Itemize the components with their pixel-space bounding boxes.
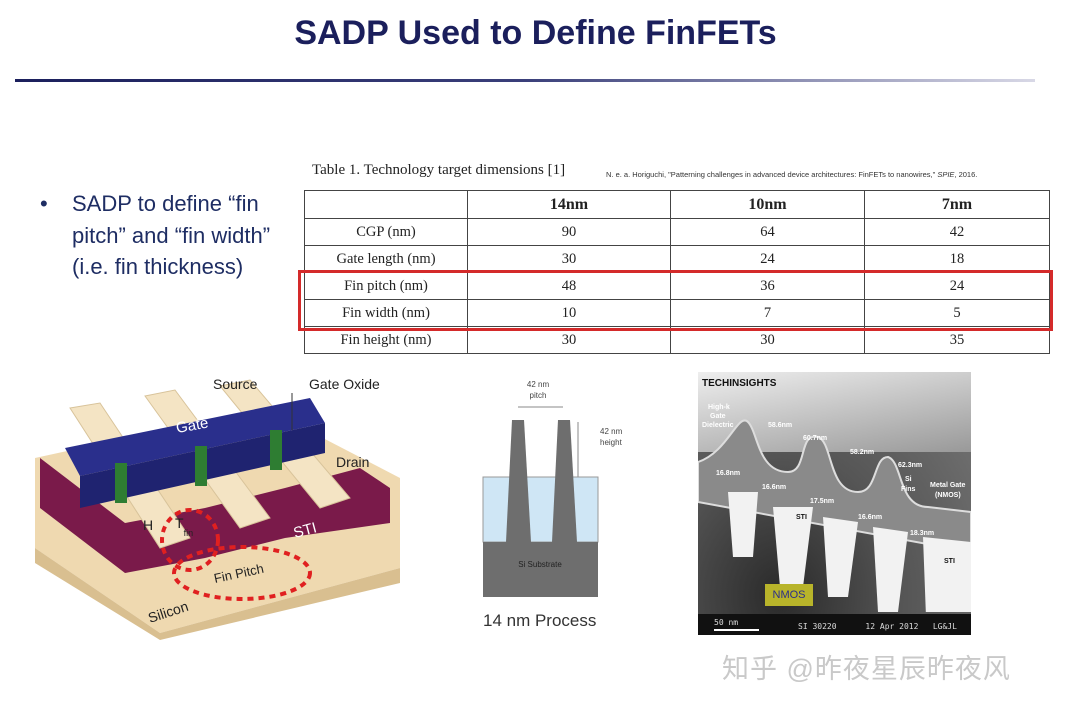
tem-label: Fins — [901, 486, 916, 493]
reference-venue: SPIE — [937, 170, 955, 179]
tem-label: High-k — [708, 404, 730, 411]
silicon-edge — [35, 548, 400, 640]
table-caption: Table 1. Technology target dimensions [1… — [312, 162, 566, 178]
process-diagram: 42 nm pitch 42 nm height Si Substrate — [482, 380, 623, 597]
tem-label: Dielectric — [702, 422, 734, 429]
reference: N. e. a. Horiguchi, "Patterning challeng… — [606, 170, 977, 179]
tem-label: (NMOS) — [935, 492, 961, 499]
sti-region — [40, 458, 125, 573]
pitch-label: 42 nm — [527, 380, 550, 389]
cell: 36 — [670, 272, 865, 300]
tem-label: 58.2nm — [850, 449, 875, 456]
label-sti: STI — [292, 519, 319, 541]
tem-label-sti: STI — [796, 514, 807, 521]
label-t-main: T — [175, 515, 184, 531]
cell: 42 — [864, 218, 1050, 246]
row-label: Gate length (nm) — [304, 245, 468, 273]
fin — [552, 420, 577, 542]
cell: 90 — [467, 218, 671, 246]
highlight-box — [298, 270, 1053, 331]
sti-block — [728, 492, 758, 557]
tem-label: 16.6nm — [858, 514, 883, 521]
label-gate-oxide: Gate Oxide — [309, 376, 380, 392]
process-caption: 14 nm Process — [483, 611, 597, 630]
height-label-unit: height — [600, 438, 623, 447]
label-gate: Gate — [175, 415, 210, 437]
header-cell — [304, 190, 468, 219]
substrate-label: Si Substrate — [518, 560, 562, 569]
cell: 18 — [864, 245, 1050, 273]
cell: 7 — [670, 299, 865, 327]
tem-fins — [698, 419, 971, 612]
row-label: Fin pitch (nm) — [304, 272, 468, 300]
sti-block — [923, 537, 971, 612]
gate-oxide — [115, 463, 127, 503]
fin — [506, 420, 531, 542]
tem-micrograph: TECHINSIGHTS High-k Gate Dielectric 58.6… — [698, 372, 971, 635]
si-substrate — [483, 542, 598, 597]
label-t-sub: fin — [184, 528, 194, 538]
cell: 35 — [864, 326, 1050, 354]
label-source: Source — [213, 376, 258, 392]
tem-brand: TECHINSIGHTS — [702, 378, 777, 389]
label-drain: Drain — [336, 454, 369, 470]
slide-title: SADP Used to Define FinFETs — [294, 14, 777, 52]
tem-label: 16.8nm — [716, 470, 741, 477]
tem-footer: SI 30220 12 Apr 2012 LG&JL — [798, 622, 957, 631]
cell: 64 — [670, 218, 865, 246]
sti-block — [773, 507, 813, 587]
tem-label-sti: STI — [944, 558, 955, 565]
row-label: CGP (nm) — [304, 218, 468, 246]
tem-footer-bar — [698, 614, 971, 635]
sti-block — [873, 527, 908, 612]
fin-width-callout — [160, 508, 220, 572]
pitch-label-unit: pitch — [530, 391, 547, 400]
gate-stack — [698, 419, 971, 554]
scale-bar: 50 nm — [714, 618, 739, 627]
tem-label: 16.6nm — [762, 484, 787, 491]
gate-oxide — [270, 430, 282, 470]
gate-oxide — [195, 446, 207, 486]
height-label: 42 nm — [600, 427, 623, 436]
tem-label: Metal Gate — [930, 482, 966, 489]
bullet-text: SADP to define “fin pitch” and “fin widt… — [72, 191, 271, 279]
finfet-diagram: Source Gate Oxide Gate Drain STI H Tfin … — [35, 376, 400, 640]
oxide-fill — [482, 476, 599, 543]
header-cell: 10nm — [670, 190, 865, 219]
tem-label: Si — [905, 476, 912, 483]
watermark: 知乎 @昨夜星辰昨夜风 — [722, 654, 1011, 684]
tem-label: Gate — [710, 413, 726, 420]
fin-pitch-callout — [172, 545, 312, 601]
header-cell: 14nm — [467, 190, 671, 219]
label-t: Tfin — [175, 515, 193, 538]
tem-label: 62.3nm — [898, 462, 923, 469]
nmos-badge: NMOS — [765, 584, 813, 606]
bullet-icon: • — [40, 191, 48, 216]
cell: 24 — [670, 245, 865, 273]
table-header-row: 14nm 10nm 7nm — [304, 190, 1050, 219]
title-divider — [15, 79, 1035, 82]
sti-block — [823, 517, 858, 597]
cell: 10 — [467, 299, 671, 327]
reference-authors: N. e. a. Horiguchi, "Patterning challeng… — [606, 170, 938, 179]
tem-label: 18.3nm — [910, 530, 935, 537]
reference-year: , 2016. — [954, 170, 978, 179]
tem-label: 58.6nm — [768, 422, 793, 429]
label-h: H — [143, 517, 153, 533]
header-cell: 7nm — [864, 190, 1050, 219]
cell: 30 — [467, 245, 671, 273]
tem-label: 60.7nm — [803, 435, 828, 442]
scale-bar-line — [714, 629, 759, 631]
tem-label: 17.5nm — [810, 498, 835, 505]
cell: 24 — [864, 272, 1050, 300]
gate-top — [65, 398, 325, 476]
